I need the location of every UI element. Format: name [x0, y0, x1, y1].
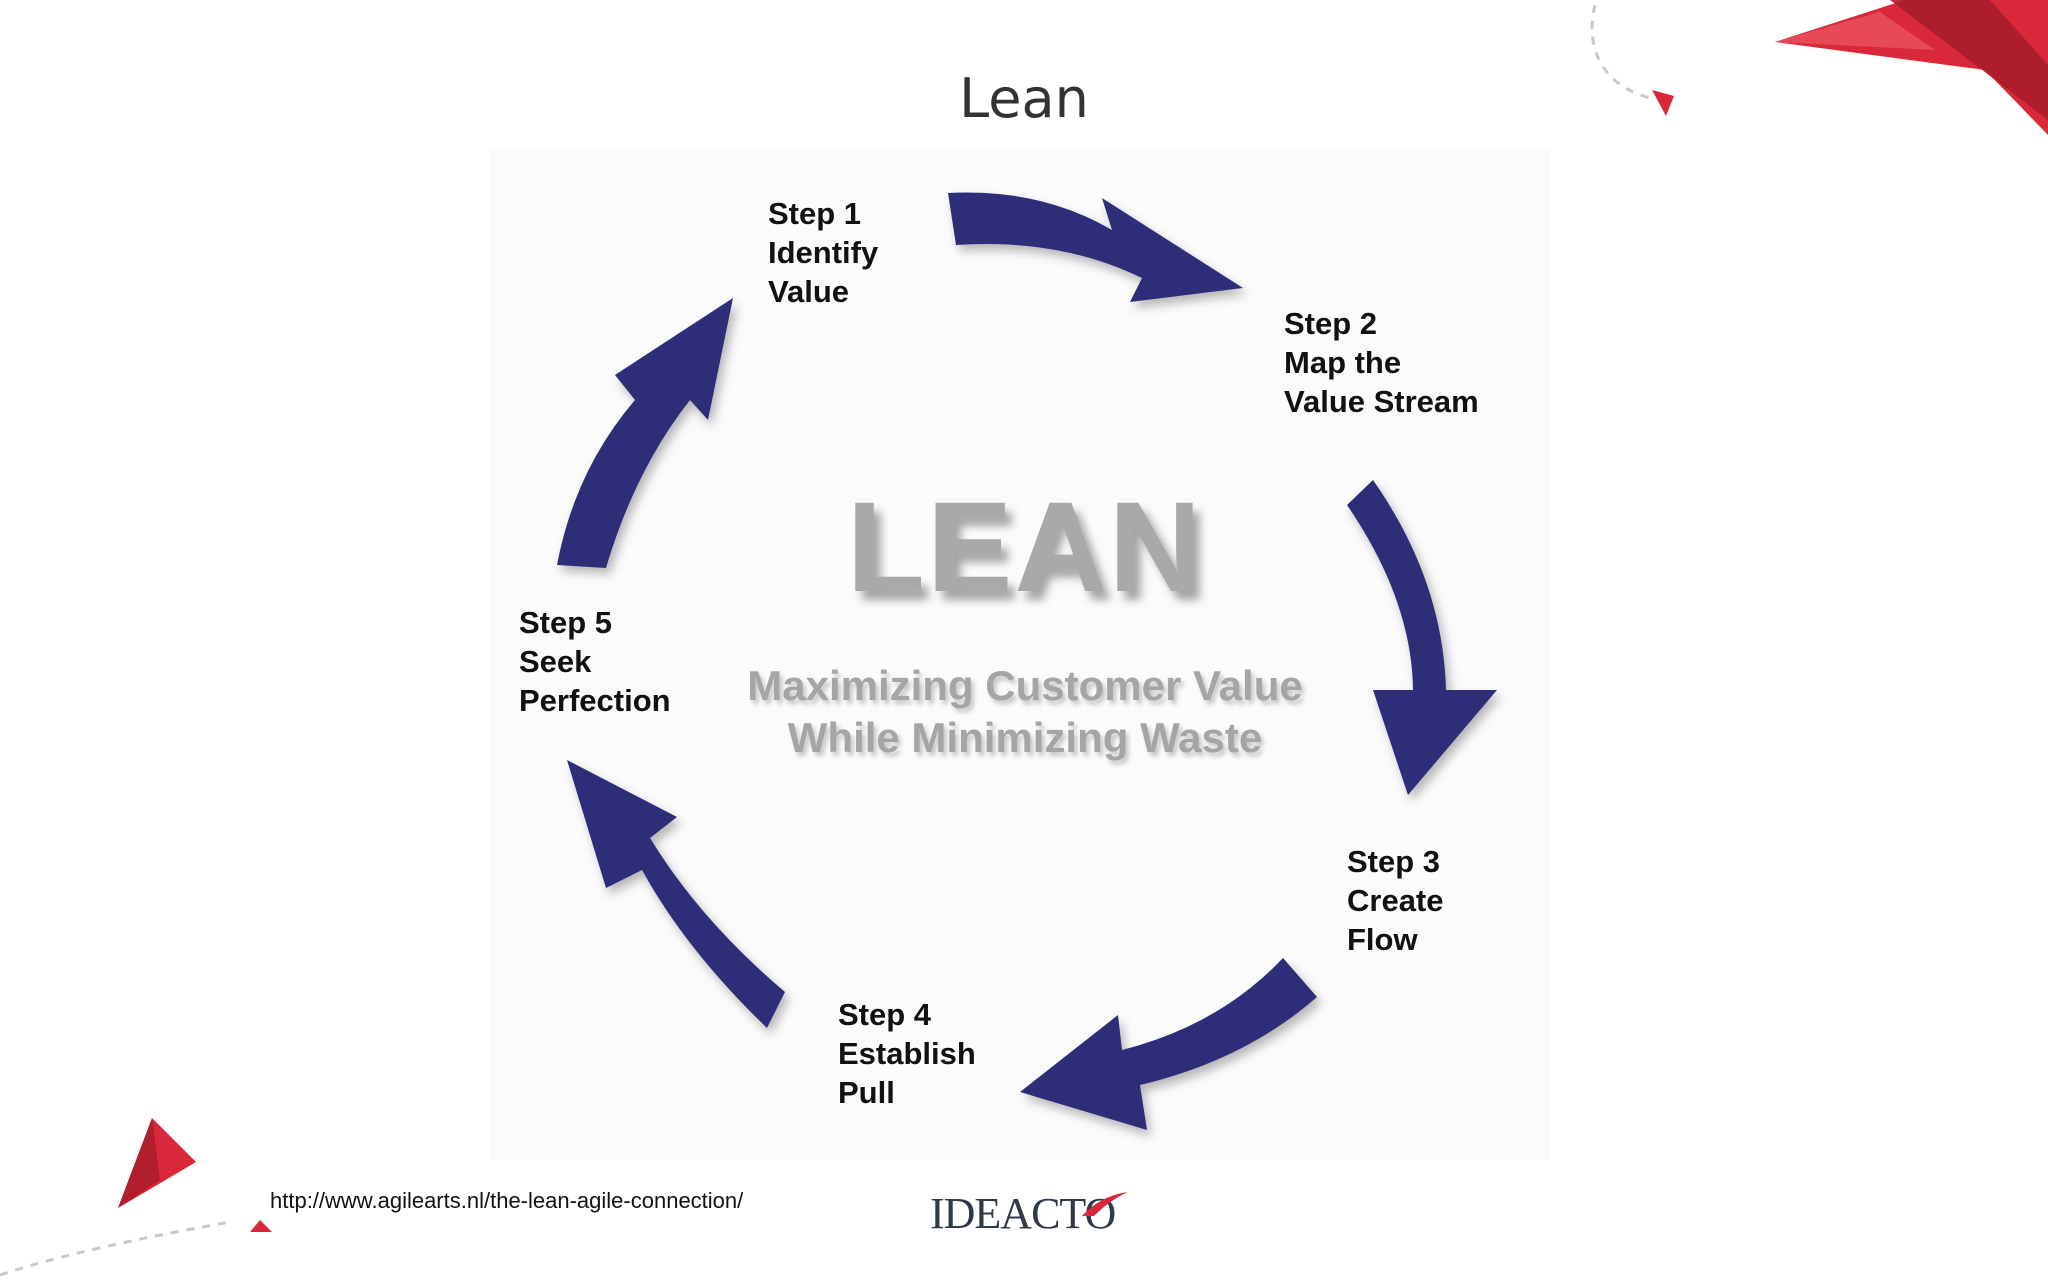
lean-center-word: LEAN	[846, 476, 1204, 619]
step-4-label: Step 4 Establish Pull	[838, 995, 976, 1112]
tagline-line-1: Maximizing Customer Value	[747, 662, 1303, 709]
step-3-name-line2: Flow	[1347, 922, 1418, 957]
corner-ribbon-light	[1775, 12, 1935, 50]
step-4-name-line2: Pull	[838, 1075, 895, 1110]
tagline-line-2: While Minimizing Waste	[787, 714, 1263, 761]
step-1-label: Step 1 Identify Value	[768, 194, 878, 311]
step-2-name-line2: Value Stream	[1284, 384, 1479, 419]
step-1-name-line1: Identify	[768, 235, 879, 270]
corner-ribbon-small	[250, 1220, 272, 1232]
step-5-name-line2: Perfection	[519, 683, 671, 718]
arrow-step2-to-step3	[1347, 480, 1497, 795]
corner-ribbon-dark	[1890, 0, 2048, 120]
step-5-name-line1: Seek	[519, 644, 592, 679]
ideacto-logo: IDEACTO	[930, 1184, 1128, 1244]
step-1-number: Step 1	[768, 196, 862, 231]
arrow-step3-to-step4	[1020, 958, 1317, 1130]
arrow-step5-to-step1	[557, 298, 733, 568]
step-1-name-line2: Value	[768, 274, 849, 309]
step-2-name-line1: Map the	[1284, 345, 1402, 380]
step-5-label: Step 5 Seek Perfection	[519, 603, 671, 720]
arrow-step4-to-step5	[567, 760, 785, 1028]
page-title: Lean	[959, 67, 1089, 130]
corner-ribbon-bottom-dark	[118, 1118, 160, 1208]
source-link[interactable]: http://www.agilearts.nl/the-lean-agile-c…	[270, 1188, 744, 1213]
lean-tagline: Maximizing Customer Value While Minimizi…	[660, 660, 1390, 764]
step-2-number: Step 2	[1284, 306, 1378, 341]
step-4-number: Step 4	[838, 997, 932, 1032]
step-3-label: Step 3 Create Flow	[1347, 842, 1444, 959]
red-pointer-icon	[1652, 90, 1674, 116]
arrow-step1-to-step2	[948, 192, 1243, 302]
step-2-label: Step 2 Map the Value Stream	[1284, 304, 1479, 421]
logo-swoosh-icon	[1082, 1192, 1128, 1216]
step-5-number: Step 5	[519, 605, 613, 640]
diagram-background	[490, 150, 1550, 1160]
step-3-number: Step 3	[1347, 844, 1441, 879]
step-3-name-line1: Create	[1347, 883, 1444, 918]
step-4-name-line1: Establish	[838, 1036, 976, 1071]
